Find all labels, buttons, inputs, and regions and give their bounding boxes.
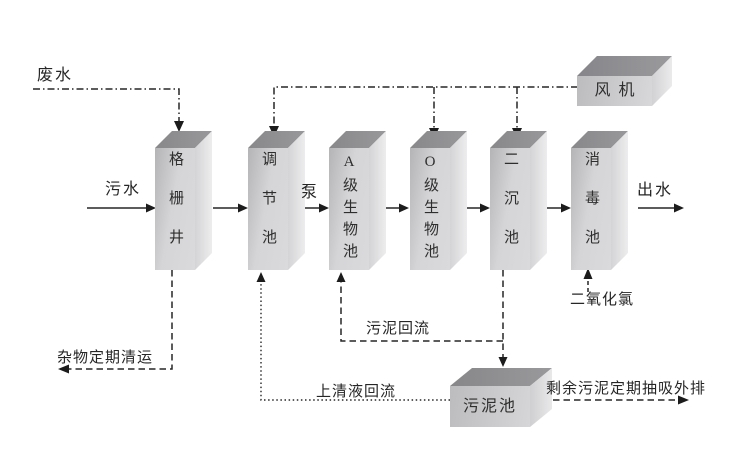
chlorine-dioxide-line bbox=[583, 268, 593, 292]
excess-sludge-label: 剩余污泥定期抽吸外排 bbox=[546, 381, 707, 397]
tank-top-face bbox=[490, 131, 547, 148]
tank-side-face bbox=[369, 131, 386, 270]
tank-side-face bbox=[288, 131, 305, 270]
tank-top-face bbox=[248, 131, 305, 148]
chlorine-dioxide-label: 二氧化氯 bbox=[570, 292, 635, 308]
supernatant-return-line bbox=[256, 272, 450, 401]
sludge-tank-label: 污泥池 bbox=[450, 386, 530, 427]
excess-sludge-line bbox=[532, 395, 689, 405]
sludge-tank-top-face bbox=[450, 368, 552, 386]
tank-secondary-clarifier: 二沉池 bbox=[490, 131, 547, 270]
tank-top-face bbox=[571, 131, 628, 148]
blower-top-face bbox=[577, 56, 672, 76]
debris-removal-line bbox=[58, 270, 173, 374]
sludge-tank-box: 污泥池 bbox=[450, 368, 552, 427]
tank-top-face bbox=[155, 131, 212, 148]
blower-label: 风机 bbox=[577, 76, 652, 106]
waste-water-label: 废水 bbox=[37, 67, 74, 84]
tank-side-face bbox=[530, 131, 547, 270]
tank-o-bio: O级生物池 bbox=[410, 131, 467, 270]
tank-side-face bbox=[611, 131, 628, 270]
tank-regulation: 调节池 bbox=[248, 131, 305, 270]
tank-top-face bbox=[410, 131, 467, 148]
tank-secondary-clarifier-label: 二沉池 bbox=[490, 148, 530, 270]
tank-regulation-label: 调节池 bbox=[248, 148, 288, 270]
debris-removal-label: 杂物定期清运 bbox=[57, 350, 154, 366]
tank-o-bio-label: O级生物池 bbox=[410, 148, 450, 270]
tank-a-bio-label: A级生物池 bbox=[329, 148, 369, 270]
sludge-return-label: 污泥回流 bbox=[366, 321, 431, 337]
tank-side-face bbox=[195, 131, 212, 270]
sludge-tank-side-face bbox=[530, 368, 552, 427]
pump-label: 泵 bbox=[301, 184, 320, 201]
effluent-label: 出水 bbox=[637, 182, 674, 199]
tank-top-face bbox=[329, 131, 386, 148]
waste-water-line bbox=[33, 88, 184, 132]
blower-box: 风机 bbox=[577, 56, 672, 106]
tank-disinfection: 消毒池 bbox=[571, 131, 628, 270]
tank-grid-well-label: 格栅井 bbox=[155, 148, 195, 270]
tank-disinfection-label: 消毒池 bbox=[571, 148, 611, 270]
tank-side-face bbox=[450, 131, 467, 270]
tank-a-bio: A级生物池 bbox=[329, 131, 386, 270]
supernatant-return-label: 上清液回流 bbox=[316, 384, 397, 400]
tank-grid-well: 格栅井 bbox=[155, 131, 212, 270]
sewage-label: 污水 bbox=[105, 181, 142, 198]
sludge-return-line bbox=[336, 270, 508, 367]
